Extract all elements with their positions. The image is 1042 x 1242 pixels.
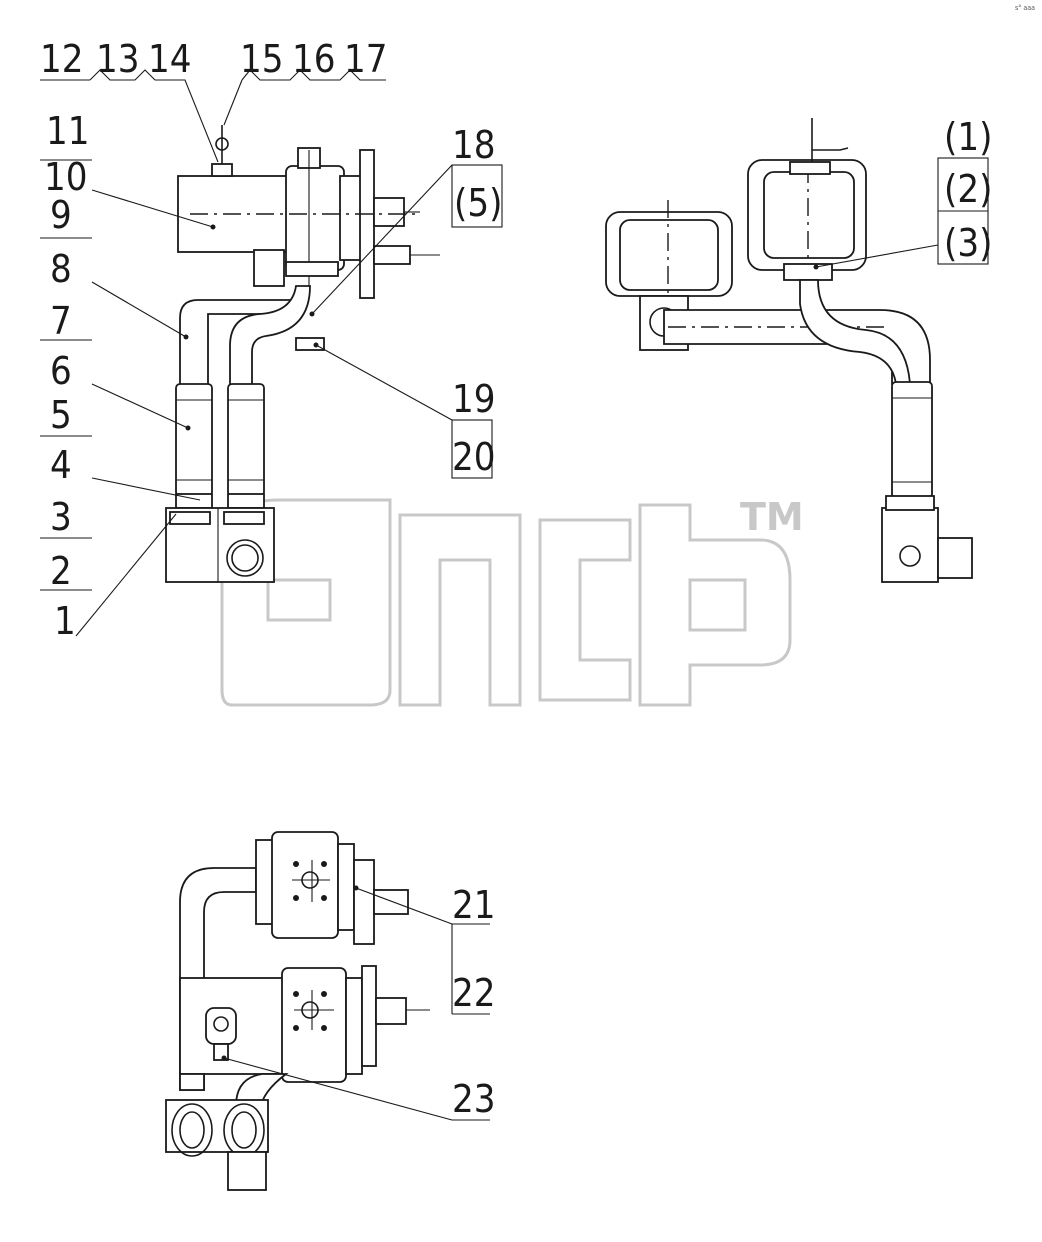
callout-20: 20 [452, 435, 496, 479]
callout-10: 10 [44, 155, 88, 199]
callout-1-ref: (1) [944, 115, 992, 159]
callout-14: 14 [148, 37, 192, 81]
callout-2-ref: (2) [944, 167, 992, 211]
callout-9: 9 [50, 193, 72, 237]
callout-12: 12 [40, 37, 84, 81]
callout-3-ref: (3) [944, 221, 992, 265]
trademark-label: TM [740, 495, 804, 539]
callout-11: 11 [46, 109, 90, 153]
callout-3: 3 [50, 495, 72, 539]
top-view: 21 22 23 [165, 831, 496, 1191]
callout-22: 22 [452, 971, 496, 1015]
callout-18: 18 [452, 123, 496, 167]
callout-7: 7 [50, 299, 72, 343]
side-view: (1) (2) (3) [605, 115, 992, 583]
callout-16: 16 [292, 37, 336, 81]
callout-4: 4 [50, 443, 72, 487]
callout-8: 8 [50, 247, 72, 291]
callout-5: 5 [50, 393, 72, 437]
callout-2: 2 [50, 549, 72, 593]
callout-6: 6 [50, 349, 72, 393]
callout-19: 19 [452, 377, 496, 421]
callout-21: 21 [452, 883, 496, 927]
callout-5-ref: (5) [454, 181, 502, 225]
watermark-logo: TM [220, 495, 804, 707]
callout-23: 23 [452, 1077, 496, 1121]
corner-mark: s° aaa [1015, 4, 1035, 12]
callout-1: 1 [54, 599, 76, 643]
callout-17: 17 [344, 37, 388, 81]
front-view: 12 13 14 15 16 17 11 10 9 8 7 6 5 4 3 2 … [40, 37, 503, 643]
callout-13: 13 [96, 37, 140, 81]
callout-15: 15 [240, 37, 284, 81]
